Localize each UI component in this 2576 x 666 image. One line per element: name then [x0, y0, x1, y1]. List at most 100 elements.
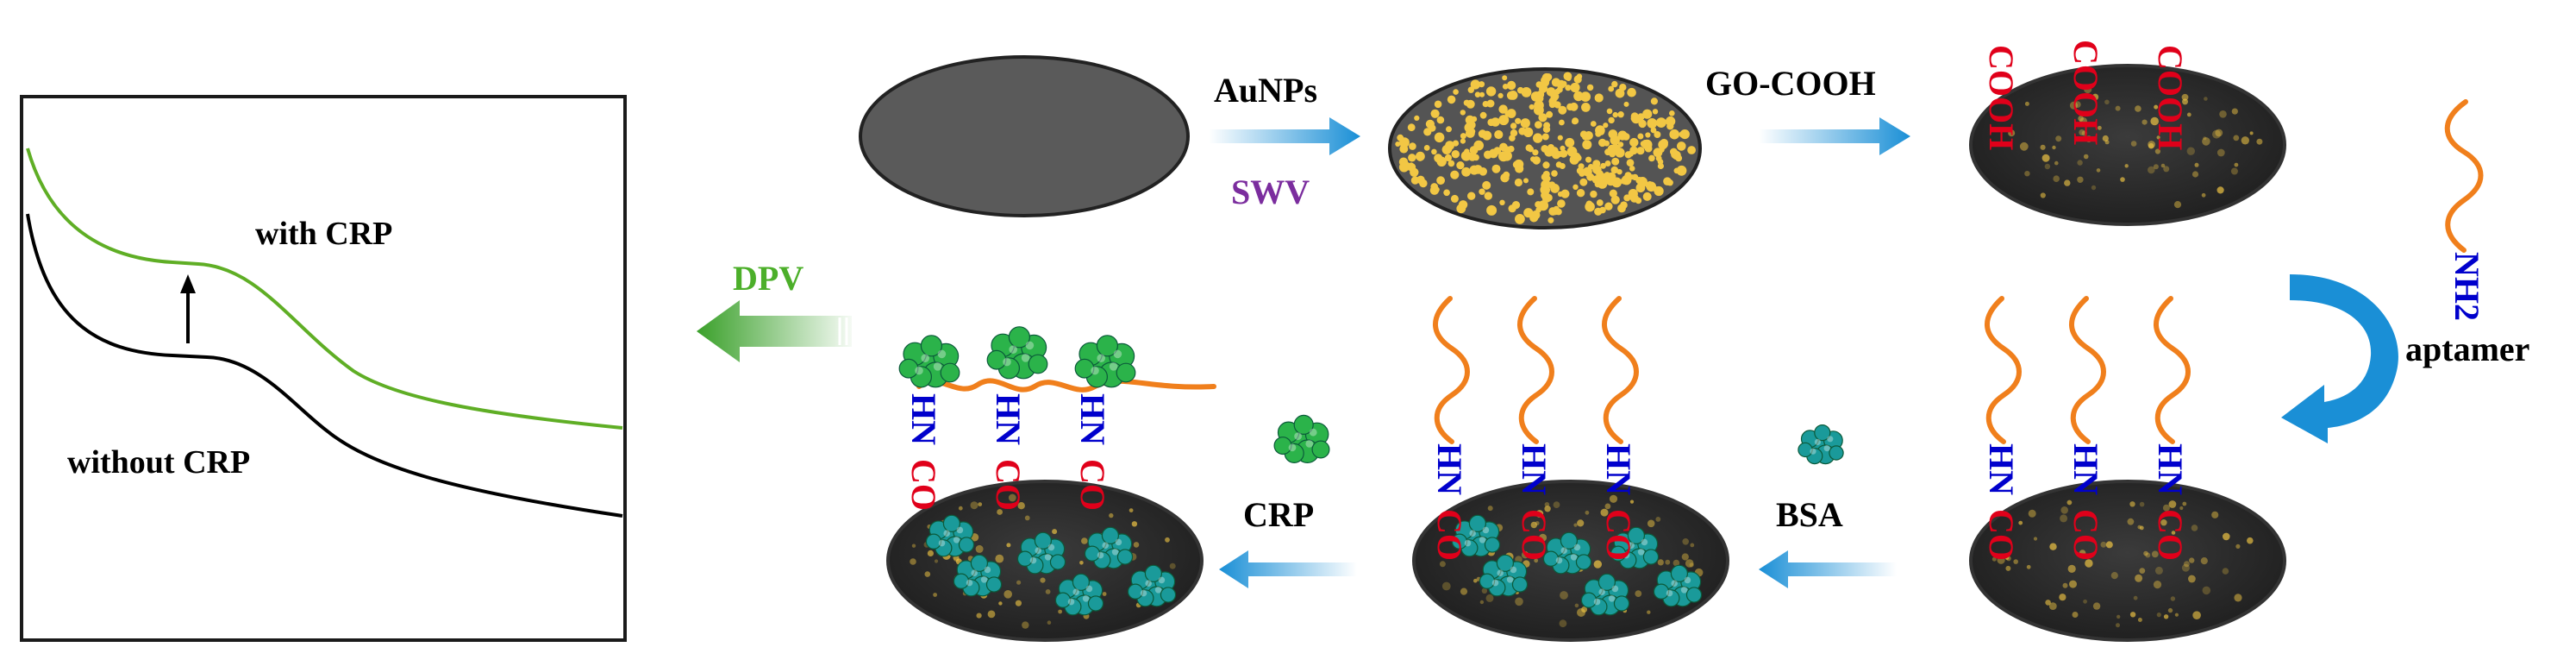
blob-lobe [1814, 424, 1831, 442]
aunp-dot [1617, 141, 1624, 148]
glint [2137, 618, 2142, 622]
arrow-step-2: GO-COOH [1705, 64, 1910, 155]
blob-shine [1109, 362, 1118, 371]
glint [2133, 595, 2138, 600]
aunp-dot [1447, 95, 1456, 104]
aunp-dot [1611, 157, 1620, 166]
glint [1129, 508, 1134, 512]
aunp-dot [1573, 91, 1584, 102]
aunp-dot [1460, 110, 1466, 116]
glint [924, 571, 931, 577]
blob-shine [1154, 587, 1162, 594]
blob-shine [1491, 579, 1499, 587]
glint [1635, 590, 1642, 597]
aptamer-strand [2154, 296, 2191, 444]
aunp-dot [1565, 85, 1572, 91]
blob-shine [1464, 539, 1472, 547]
aunp-dot [1447, 160, 1455, 167]
glint [1008, 493, 1016, 502]
glint [2045, 600, 2051, 606]
aunp-dot [1541, 173, 1549, 181]
aunp-dot [1581, 103, 1591, 112]
aptamer-label: aptamer [2405, 330, 2529, 368]
blob-lobe [1008, 326, 1031, 349]
glint [2073, 101, 2081, 108]
aunp-dot [1579, 170, 1585, 177]
glint [1535, 521, 1540, 525]
aunp-dot [1506, 109, 1516, 118]
blob-shine [1044, 554, 1052, 561]
aunp-dot [1430, 109, 1440, 118]
glint [2181, 93, 2189, 101]
co-group: CO [1430, 509, 1469, 561]
aunp-dot [1485, 86, 1497, 97]
glint [1609, 494, 1618, 503]
glint [2135, 105, 2141, 112]
glint [2004, 556, 2010, 560]
blob-shine [1067, 598, 1075, 606]
blob-lobe [1096, 335, 1119, 357]
blob-shine [1047, 543, 1055, 551]
glint [2135, 574, 2143, 582]
aunp-dot [1410, 176, 1420, 185]
glint [2127, 518, 2135, 525]
aunp-dot [1529, 104, 1535, 110]
blob-shine [1623, 551, 1630, 559]
aunp-dot [1479, 111, 1487, 119]
glint [953, 555, 960, 562]
cooh-group: COOH [2151, 45, 2190, 150]
blob-shine [943, 530, 950, 537]
glint [2104, 99, 2110, 105]
aunp-dot [1629, 166, 1635, 172]
aunp-dot [1572, 117, 1579, 125]
aunp-dot [1512, 160, 1521, 169]
blob-shine [1003, 357, 1011, 367]
glint [2183, 561, 2190, 568]
aunp-dot [1430, 183, 1438, 191]
glint [1004, 590, 1012, 599]
glint [2139, 501, 2145, 507]
aunp-dot [1503, 171, 1510, 179]
aunp-dot [1650, 97, 1658, 105]
glint [2167, 607, 2173, 613]
aunp-dot [1409, 142, 1416, 150]
aunp-dot [1474, 91, 1481, 97]
glint [2120, 177, 2125, 182]
nh-group: HN [1599, 443, 1638, 495]
aunp-dot [1615, 148, 1625, 158]
aunp-dot [1557, 135, 1563, 141]
blob-shine [1294, 432, 1302, 440]
nh-group: HN [989, 393, 1028, 445]
bound-crp [1074, 335, 1136, 388]
blob-lobe [1116, 362, 1136, 383]
aunp-dot [1548, 207, 1558, 216]
glint [1647, 519, 1655, 528]
blob-shine [1025, 341, 1035, 350]
blob-shine [1810, 448, 1816, 455]
aunp-dot [1458, 200, 1468, 210]
arrow-step-5: CRP [1219, 414, 1357, 588]
glint [2064, 179, 2071, 186]
aunp-dot [1464, 148, 1470, 154]
nh-group: HN [904, 393, 943, 445]
curve-with-crp [26, 148, 623, 430]
glint [2008, 129, 2016, 137]
blob-shine [1611, 585, 1619, 593]
glint [1017, 502, 1025, 510]
bare-electrode-disk [859, 55, 1190, 217]
aunp-dot [1555, 208, 1562, 216]
aunp-dot [1608, 116, 1615, 124]
glint [1016, 580, 1022, 585]
aunp-dot [1444, 154, 1452, 162]
aunp-dot [1604, 160, 1611, 166]
glint [2235, 543, 2241, 550]
glint [1133, 542, 1140, 548]
glint [1079, 561, 1084, 565]
aunp-dot [1399, 159, 1407, 166]
glint [2216, 186, 2224, 194]
aunp-dot [1497, 92, 1504, 98]
glint [2192, 611, 2201, 619]
glint [2241, 136, 2249, 145]
glint [2154, 104, 2159, 110]
blob-lobe [1028, 354, 1048, 374]
